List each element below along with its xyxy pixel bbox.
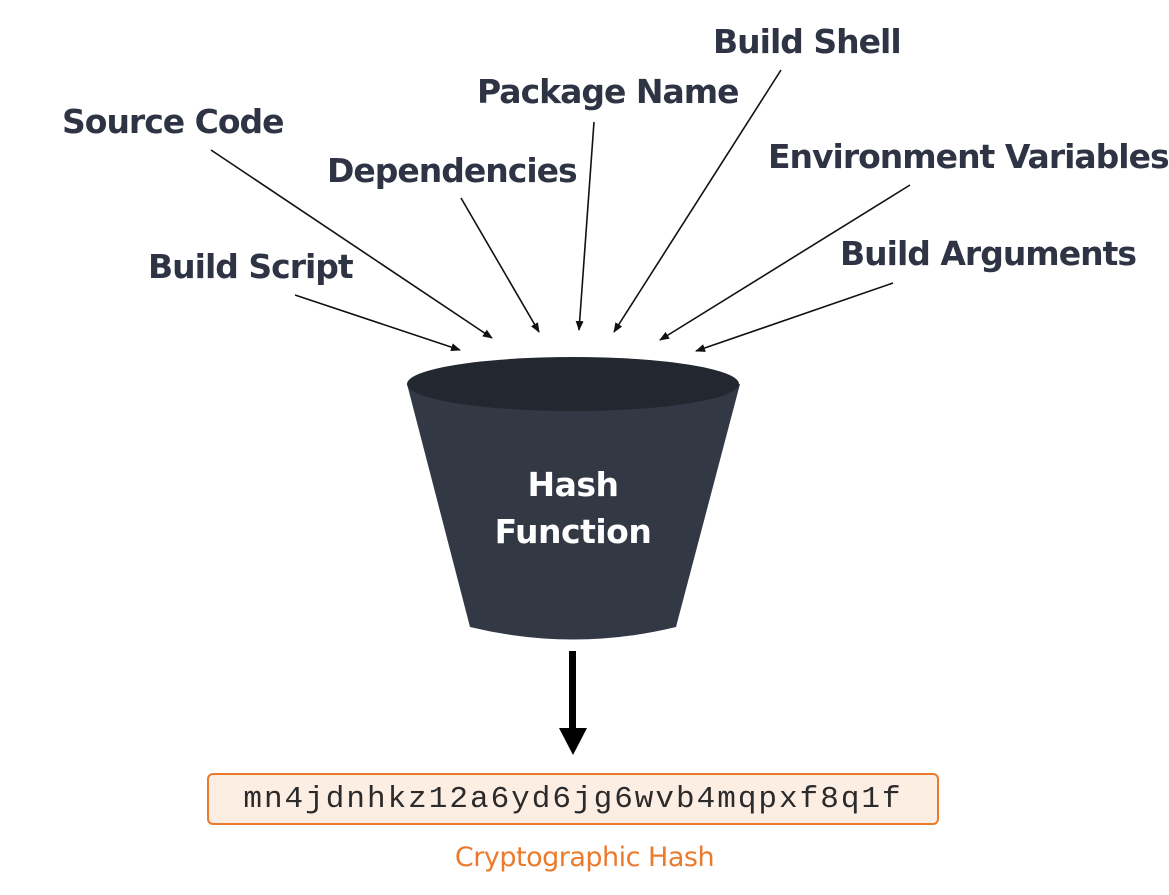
hash-output-box: mn4jdnhkz12a6yd6jg6wvb4mqpxf8q1f [207,773,939,825]
arrow-environment-variables [659,184,911,341]
input-label-package-name: Package Name [477,72,739,111]
output-arrow-shaft [569,651,576,731]
hash-caption: Cryptographic Hash [454,842,715,873]
input-label-build-arguments: Build Arguments [840,234,1136,273]
input-label-environment-variables: Environment Variables [768,137,1169,176]
arrow-package-name [575,121,595,331]
arrow-build-shell [613,69,782,333]
hash-value: mn4jdnhkz12a6yd6jg6wvb4mqpxf8q1f [243,781,903,817]
input-label-source-code: Source Code [62,102,284,141]
input-label-build-script: Build Script [148,247,354,286]
output-arrow [559,651,587,755]
funnel-label-line2: Function [495,512,652,551]
arrow-dependencies [460,197,540,333]
funnel-label-line1: Hash [527,465,618,504]
input-label-build-shell: Build Shell [713,22,901,61]
input-label-dependencies: Dependencies [327,151,577,190]
output-arrow-head [559,728,587,755]
arrow-build-script [294,294,461,351]
funnel-rim [407,357,739,411]
arrow-source-code [210,149,493,339]
funnel-icon [407,357,740,640]
arrow-build-arguments [695,282,894,352]
funnel-body [407,384,740,640]
